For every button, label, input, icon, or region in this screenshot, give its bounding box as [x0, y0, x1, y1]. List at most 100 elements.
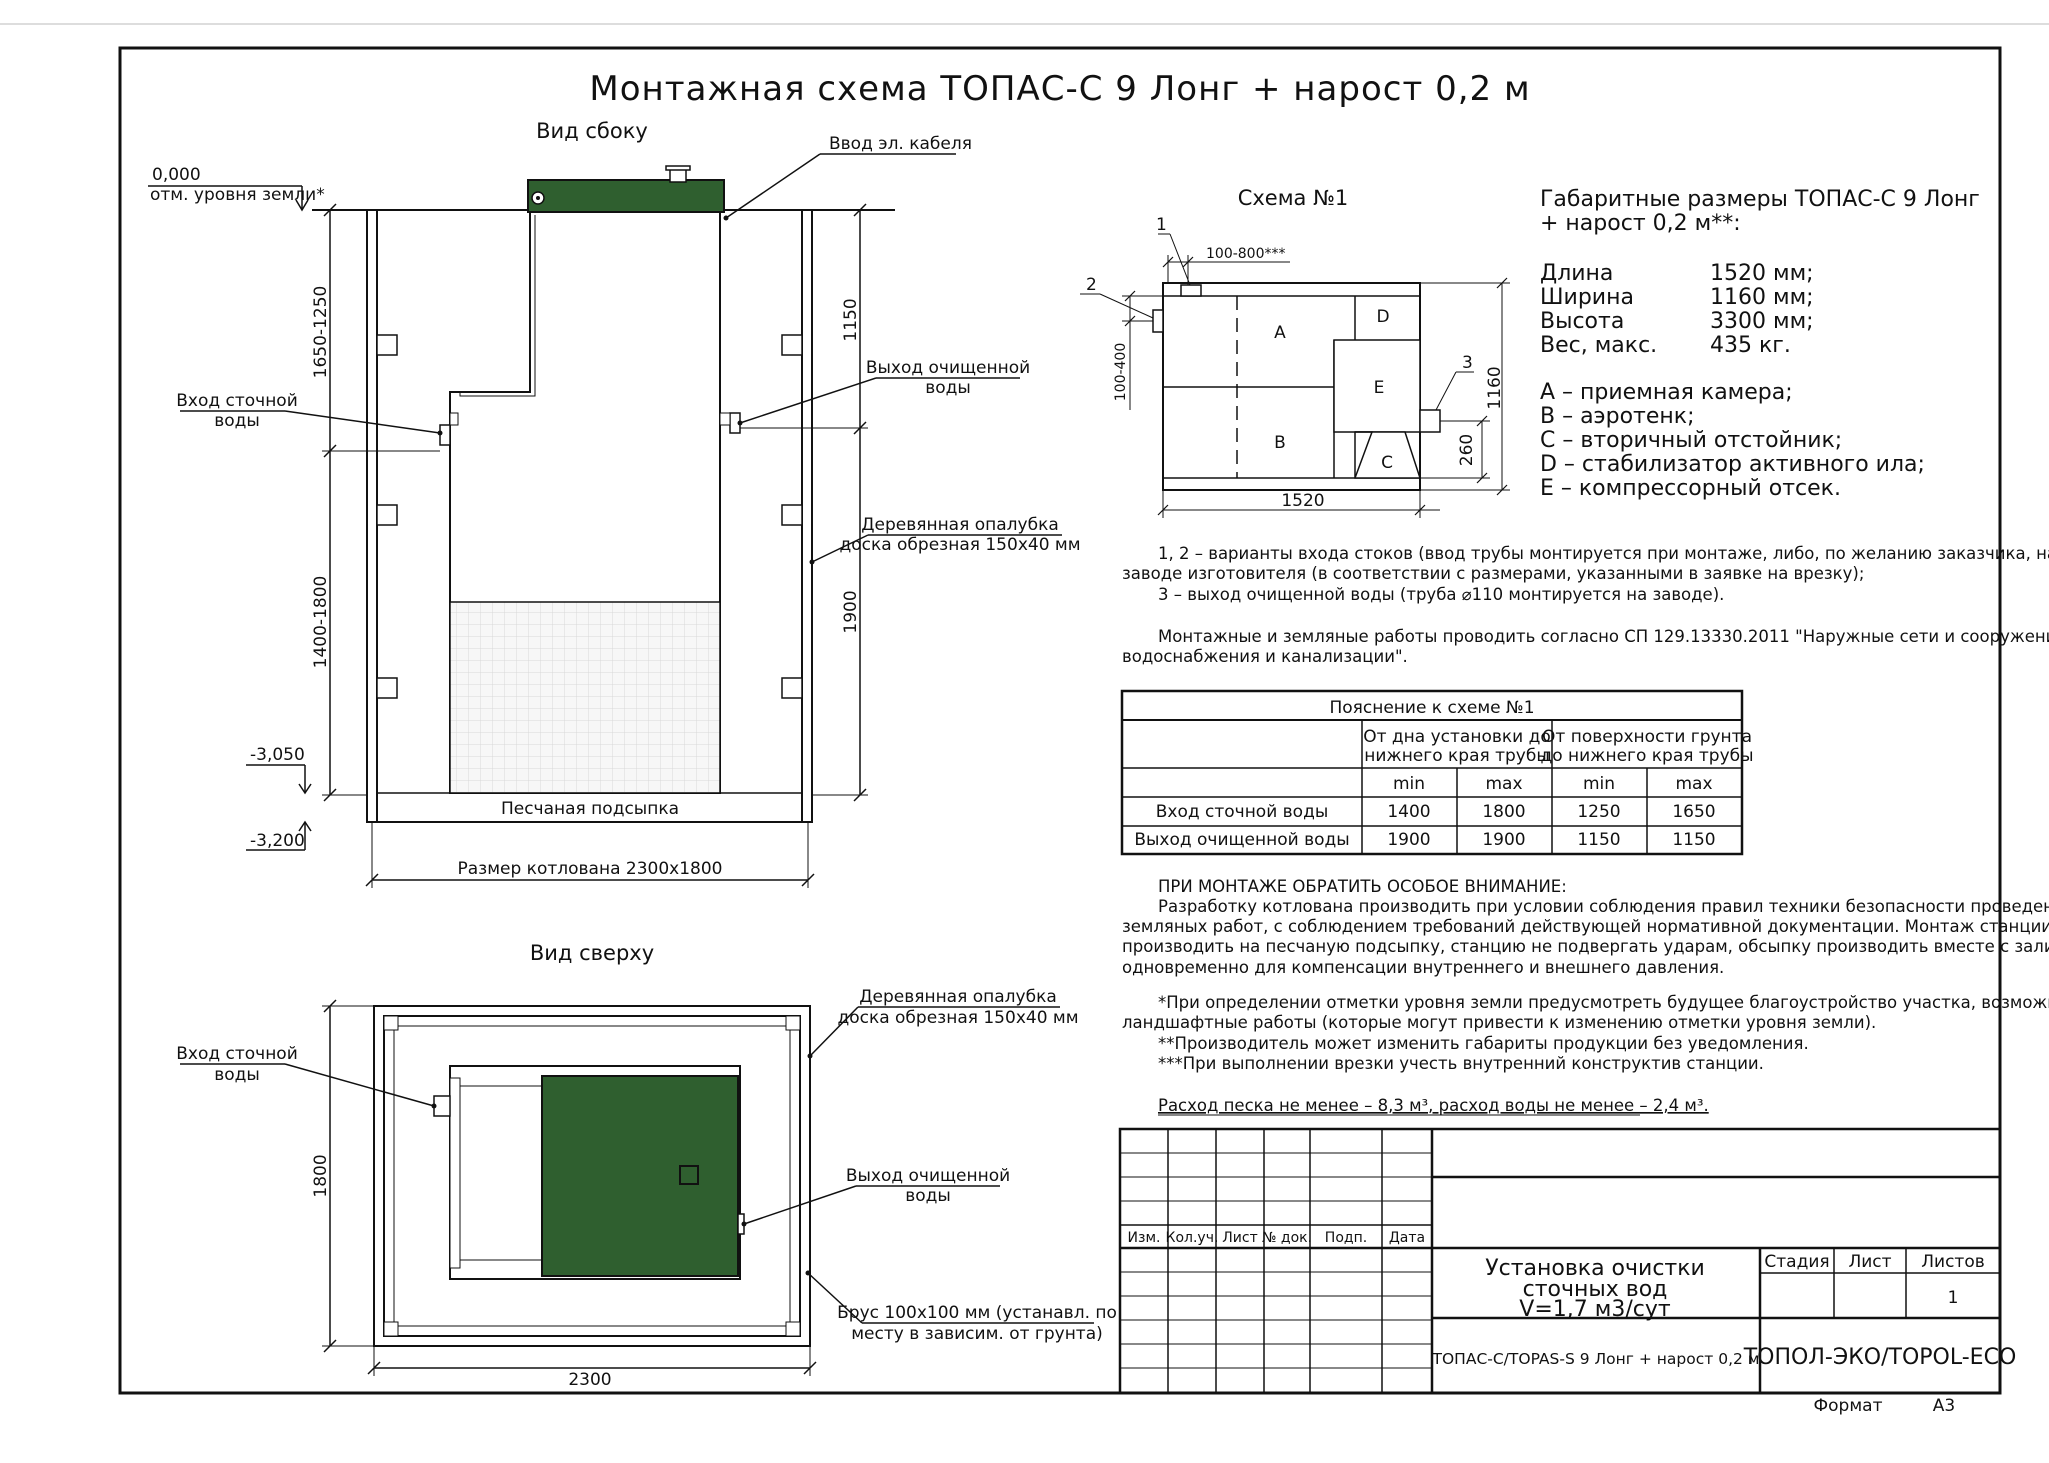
title-block: Изм. Кол.уч. Лист № док. Подп. Дата Уста… [1118, 1127, 2017, 1395]
attention-notes: ПРИ МОНТАЖЕ ОБРАТИТЬ ОСОБОЕ ВНИМАНИЕ: Ра… [1122, 877, 2049, 1116]
stamp-sheet-label: Лист [1848, 1252, 1891, 1272]
scheme-heading: Схема №1 [1238, 186, 1349, 210]
dim-inlet: 100-400 [1113, 343, 1129, 402]
drawing-title: Монтажная схема ТОПАС-С 9 Лонг + нарост … [589, 69, 1530, 109]
zone-d: D [1376, 307, 1389, 327]
stamp-col-label: Лист [1222, 1230, 1257, 1246]
specs: Габаритные размеры ТОПАС-С 9 Лонг + наро… [1540, 187, 1980, 501]
top-view: Вид сверху Вход сточной воды Деревянная … [176, 941, 1117, 1390]
footnote-line: **Производитель может изменить габариты … [1158, 1034, 1809, 1053]
top-outlet-label-2: воды [905, 1186, 951, 1206]
stamp-name-2: сточных вод [1523, 1277, 1668, 1302]
footnote-line: *При определении отметки уровня земли пр… [1158, 993, 2049, 1012]
ground-level-label: отм. уровня земли* [150, 185, 325, 205]
side-inlet-label-2: воды [214, 411, 260, 431]
footnote-line: ***При выполнении врезки учесть внутренн… [1158, 1054, 1764, 1073]
top-view-heading: Вид сверху [530, 941, 654, 965]
legend-item: Е – компрессорный отсек. [1540, 476, 1841, 501]
top-inlet-label-1: Вход сточной [176, 1044, 298, 1064]
spec-label: Вес, макс. [1540, 333, 1657, 358]
table-cell: 1250 [1577, 802, 1620, 822]
table-subheader: max [1485, 774, 1522, 794]
stamp-col-label: Подп. [1325, 1230, 1367, 1246]
stamp-stage-label: Стадия [1764, 1252, 1829, 1272]
legend-item: D – стабилизатор активного ила; [1540, 452, 1925, 477]
top-beam-label-1: Брус 100х100 мм (устанавл. по [837, 1303, 1117, 1323]
specs-heading-2: + нарост 0,2 м**: [1540, 211, 1741, 236]
note-line: 1, 2 – варианты входа стоков (ввод трубы… [1158, 544, 2049, 563]
level-bottom: -3,050 [250, 745, 305, 765]
format-value: А3 [1933, 1396, 1955, 1416]
stamp-name-1: Установка очистки [1485, 1256, 1705, 1281]
side-inlet-label-1: Вход сточной [176, 391, 298, 411]
table-subheader: min [1583, 774, 1615, 794]
stamp-col-label: № док. [1262, 1230, 1312, 1246]
top-outlet-label-1: Выход очищенной [846, 1166, 1010, 1186]
stamp-sheets-label: Листов [1921, 1252, 1985, 1272]
stamp-col-label: Кол.уч. [1166, 1230, 1219, 1246]
stamp-name-3: V=1,7 м3/сут [1519, 1297, 1671, 1322]
notes: 1, 2 – варианты входа стоков (ввод трубы… [1122, 544, 2049, 666]
side-formwork-label-1: Деревянная опалубка [861, 515, 1059, 535]
dim-left-top: 1650-1250 [311, 286, 331, 379]
spec-label: Высота [1540, 309, 1624, 334]
side-view: Вид сбоку 0,000 отм. уровня земли* Песча… [148, 119, 1081, 888]
marker-2: 2 [1086, 275, 1097, 295]
zone-a: A [1274, 323, 1286, 343]
attention-line: земляных работ, с соблюдением требований… [1122, 917, 2049, 936]
table-group-1-line2: нижнего края трубы [1364, 746, 1550, 766]
top-dim-width: 2300 [568, 1370, 611, 1390]
tank-side-lower-section [449, 601, 721, 794]
spec-label: Ширина [1540, 285, 1634, 310]
note-line: Монтажные и земляные работы проводить со… [1158, 627, 2049, 646]
ground-level-value: 0,000 [152, 165, 201, 185]
table-cell: 1400 [1387, 802, 1430, 822]
stamp-company: ТОПОЛ-ЭКО/TOPOL-ECO [1743, 1345, 2017, 1370]
table-group-1-line1: От дна установки до [1363, 727, 1551, 747]
attention-line: производить на песчаную подсыпку, станци… [1122, 937, 2049, 956]
tank-lid [527, 179, 725, 213]
table-cell: 1150 [1672, 830, 1715, 850]
dim-right-top: 1150 [841, 298, 861, 341]
zone-e: E [1374, 378, 1385, 398]
note-line: заводе изготовителя (в соответствии с ра… [1122, 564, 1864, 583]
side-outlet-label-1: Выход очищенной [866, 358, 1030, 378]
stamp-col-label: Дата [1389, 1230, 1425, 1246]
marker-1: 1 [1156, 215, 1167, 235]
attention-heading: ПРИ МОНТАЖЕ ОБРАТИТЬ ОСОБОЕ ВНИМАНИЕ: [1158, 877, 1567, 896]
stamp-sheets-value: 1 [1948, 1288, 1959, 1308]
format-label: Формат [1814, 1396, 1883, 1416]
table-cell: 1150 [1577, 830, 1620, 850]
table-row-label: Выход очищенной воды [1134, 830, 1349, 850]
explanation-table: Пояснение к схеме №1 От дна установки до… [1120, 689, 1754, 856]
specs-heading-1: Габаритные размеры ТОПАС-С 9 Лонг [1540, 187, 1980, 212]
cable-inlet-label: Ввод эл. кабеля [829, 134, 972, 154]
side-formwork-label-2: доска обрезная 150х40 мм [839, 535, 1080, 555]
dim-offset: 100-800*** [1206, 246, 1286, 262]
note-line: 3 – выход очищенной воды (труба ⌀110 мон… [1158, 585, 1724, 604]
footnote-line: ландшафтные работы (которые могут привес… [1122, 1013, 1876, 1032]
top-inlet-label-2: воды [214, 1065, 260, 1085]
level-pit: -3,200 [250, 831, 305, 851]
spec-value: 1520 мм; [1710, 261, 1814, 286]
dim-scheme-width: 1520 [1281, 491, 1324, 511]
note-line: водоснабжения и канализации". [1122, 647, 1408, 666]
dim-outlet: 260 [1457, 434, 1477, 466]
scheme-1: Схема №1 A B C D E 1 2 3 100-800*** [1080, 186, 1510, 518]
zone-b: B [1274, 433, 1286, 453]
table-subheader: max [1675, 774, 1712, 794]
stamp-col-label: Изм. [1128, 1230, 1161, 1246]
pit-size-label: Размер котлована 2300х1800 [458, 859, 723, 879]
sand-label: Песчаная подсыпка [501, 799, 679, 819]
sheet-frame [118, 46, 2002, 1395]
side-outlet-label-2: воды [925, 378, 971, 398]
consumption-note: Расход песка не менее – 8,3 м³, расход в… [1158, 1096, 1709, 1115]
dim-scheme-height: 1160 [1485, 366, 1505, 409]
dim-right-bottom: 1900 [841, 590, 861, 633]
table-cell: 1900 [1482, 830, 1525, 850]
side-view-heading: Вид сбоку [536, 119, 648, 143]
table-cell: 1650 [1672, 802, 1715, 822]
table-group-2-line1: От поверхности грунта [1542, 727, 1752, 747]
